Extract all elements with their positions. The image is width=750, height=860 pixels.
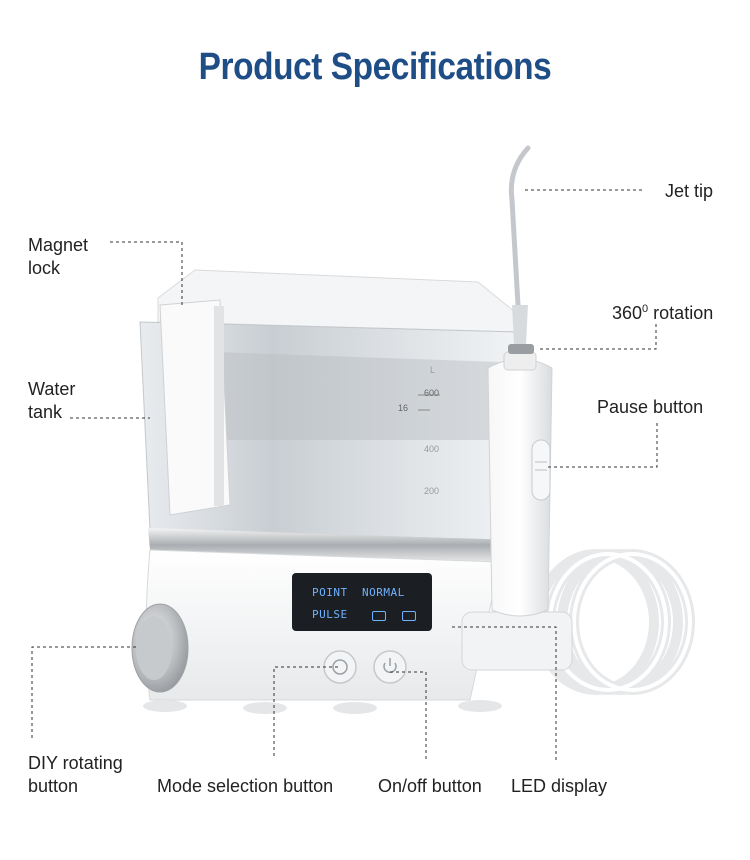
label-water-tank: Water tank [28, 378, 75, 424]
label-rotation-sup: 0 [642, 303, 649, 315]
magnet-lock [159, 299, 231, 516]
tank-scale-600: 600 [424, 388, 440, 398]
label-diy-line1: DIY rotating [28, 753, 123, 773]
display-text-pulse: PULSE [312, 608, 348, 621]
display-battery-icon [402, 611, 416, 621]
label-diy-line2: button [28, 776, 79, 796]
display-indicator-icon [372, 611, 386, 621]
jet-tip [508, 145, 531, 343]
on-off-button-shape [373, 650, 407, 684]
display-text-normal: NORMAL [362, 586, 405, 599]
leader-lines [31, 189, 658, 762]
label-led-display: LED display [511, 776, 608, 796]
label-magnet-lock: Magnet lock [28, 234, 88, 280]
label-pause-button: Pause button [597, 397, 704, 417]
label-diy-rotating-button: DIY rotating button [28, 752, 123, 798]
tank-scale-200: 200 [424, 486, 440, 496]
label-rotation-degrees: 360 [612, 303, 643, 323]
mode-selection-button-shape [323, 650, 357, 684]
page-title: Product Specifications [198, 46, 552, 88]
label-rotation-word: rotation [648, 303, 714, 323]
display-text-point: POINT [312, 586, 348, 599]
label-jet-tip: Jet tip [665, 181, 714, 201]
tank-scale-400: 400 [424, 444, 440, 454]
label-magnet-lock-line1: Magnet [28, 235, 89, 255]
label-mode-selection-button: Mode selection button [157, 776, 334, 796]
label-water-tank-line2: tank [28, 402, 63, 422]
tank-scale-unit: L [430, 365, 436, 375]
label-360-rotation: 3600 rotation [612, 298, 713, 325]
label-on-off-button: On/off button [378, 776, 482, 796]
tank-scale-16: 16 [398, 403, 409, 413]
led-display [292, 573, 432, 631]
label-magnet-lock-line2: lock [28, 258, 61, 278]
label-water-tank-line1: Water [28, 379, 76, 399]
